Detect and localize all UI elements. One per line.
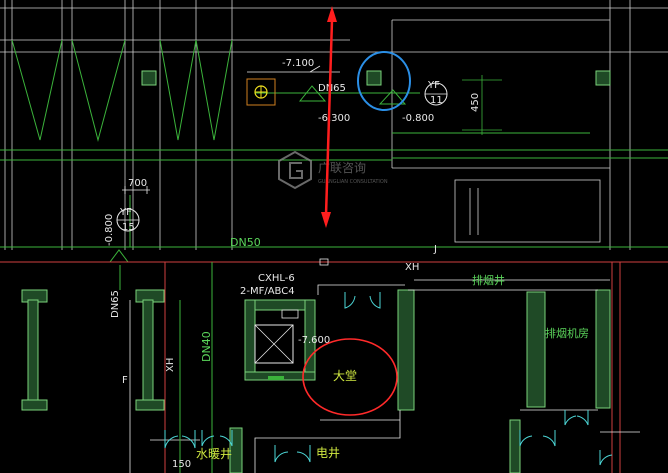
dn40-label: DN40 (200, 331, 213, 362)
xh-left-label: XH (165, 358, 176, 372)
exhaust-room-label: 排烟机房 (545, 326, 589, 340)
column-markers (141, 70, 611, 86)
pipe-lines-lower (179, 262, 213, 473)
annotation-blue-circle (357, 51, 411, 111)
electric-shaft-label: 电井 (316, 446, 340, 460)
dn65-left-label: DN65 (110, 290, 121, 318)
dimension-700-label: 700 (128, 178, 147, 189)
dimension-150-label: 150 (172, 459, 191, 470)
elevation-top: -7.100 (282, 58, 314, 69)
watermark: 广联咨询 GUANGLIAN CONSULTATION (278, 150, 388, 190)
exhaust-shaft-label: 排烟井 (472, 273, 505, 287)
axis-tag-marker (319, 258, 329, 266)
extinguisher-label: 2-MF/ABC4 (240, 286, 295, 297)
water-shaft-label: 水暖井 (196, 447, 232, 461)
annotation-red-ellipse (302, 338, 398, 416)
xh-top-label: XH (405, 262, 419, 273)
yf-riser-symbol-11 (424, 82, 448, 106)
cxhl-label: CXHL-6 (258, 273, 295, 284)
elevation-lift: -7.600 (298, 335, 330, 346)
annotation-arrow (321, 6, 337, 228)
dimension-450-label: 450 (470, 93, 481, 112)
dn50-label: DN50 (230, 236, 261, 249)
elevation-left: -0.800 (104, 214, 115, 246)
valve-fitting (246, 65, 340, 106)
wall-outlines (21, 289, 611, 473)
room-lines (129, 279, 640, 473)
dimension-450 (462, 75, 502, 135)
yf-riser-symbol-15 (116, 208, 140, 232)
elevation-mid: -6.300 (318, 113, 350, 124)
dimension-700 (122, 186, 150, 194)
watermark-subtitle: GUANGLIAN CONSULTATION (318, 179, 388, 185)
yf-number-left: 15 (122, 222, 135, 233)
f-mark: F (122, 375, 128, 386)
yf-label-left: YF (119, 207, 132, 218)
elevator-shaft (254, 309, 299, 380)
watermark-name: 广联咨询 (318, 160, 366, 175)
dn65-top-label: DN65 (318, 83, 346, 94)
yf-label-top: YF (427, 80, 440, 91)
yf-number-top: 11 (430, 95, 443, 106)
lobby-label: 大堂 (333, 369, 357, 383)
elevation-right: -0.800 (402, 113, 434, 124)
door-symbols (164, 292, 613, 466)
j-mark: J (433, 244, 437, 255)
